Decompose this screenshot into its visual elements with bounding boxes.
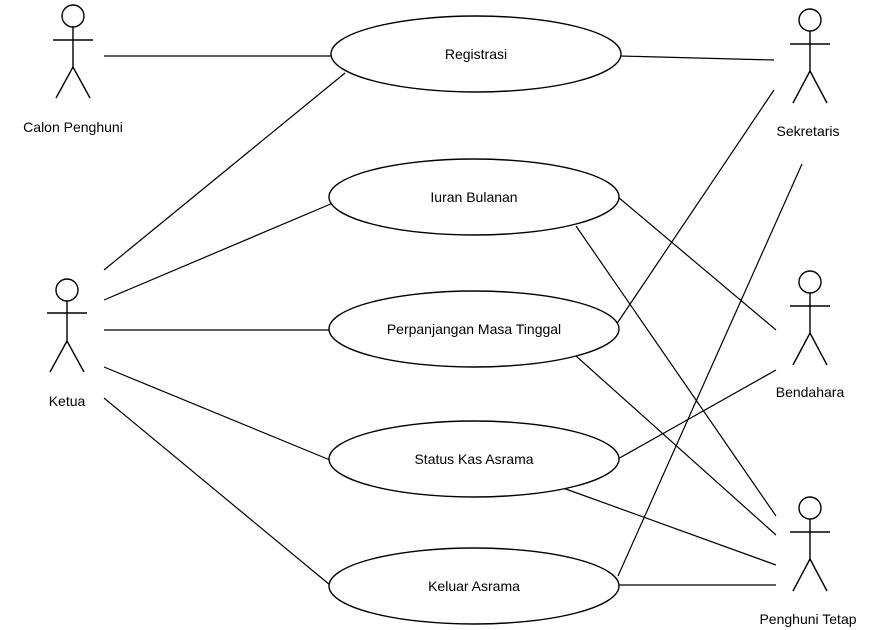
- assoc-ketua-keluar: [103, 397, 331, 586]
- use-case-label: Iuran Bulanan: [430, 189, 517, 205]
- use-case-iuran-bulanan: Iuran Bulanan: [328, 158, 620, 236]
- actor-bendahara: Bendahara: [776, 270, 845, 400]
- assoc-ketua-iuran: [103, 202, 334, 301]
- stick-figure-icon: [790, 270, 830, 366]
- actor-calon-penghuni: Calon Penghuni: [23, 4, 123, 135]
- assoc-iuran-bendahara: [617, 196, 777, 331]
- use-case-label: Perpanjangan Masa Tinggal: [387, 321, 561, 337]
- use-case-status-kas-asrama: Status Kas Asrama: [328, 420, 620, 498]
- assoc-ketua-registrasi: [103, 72, 346, 271]
- use-case-label: Registrasi: [445, 46, 507, 62]
- actor-label: Penghuni Tetap: [759, 611, 856, 627]
- use-case-label: Status Kas Asrama: [414, 451, 533, 467]
- assoc-registrasi-sekretaris: [619, 55, 775, 61]
- assoc-iuran-penghuni: [575, 225, 777, 517]
- actor-penghuni-tetap: Penghuni Tetap: [759, 496, 857, 627]
- stick-figure-icon: [790, 496, 830, 592]
- use-cases: Registrasi Iuran Bulanan Perpanjangan Ma…: [328, 15, 622, 625]
- use-case-keluar-asrama: Keluar Asrama: [328, 547, 620, 625]
- actor-label: Ketua: [49, 393, 86, 409]
- assoc-ketua-status: [103, 366, 331, 461]
- use-case-registrasi: Registrasi: [330, 15, 622, 93]
- assoc-status-penghuni: [562, 487, 777, 566]
- use-case-perpanjangan-masa-tinggal: Perpanjangan Masa Tinggal: [328, 290, 620, 368]
- actor-label: Calon Penghuni: [23, 119, 123, 135]
- assoc-keluar-sekretaris: [617, 163, 803, 577]
- assoc-perpanjangan-penghuni: [575, 355, 777, 536]
- stick-figure-icon: [790, 8, 830, 104]
- stick-figure-icon: [47, 278, 87, 373]
- associations: [103, 55, 803, 586]
- assoc-perpanjangan-sekretaris: [615, 89, 775, 326]
- actor-ketua: Ketua: [47, 278, 87, 409]
- actors: Calon Penghuni Ketua: [23, 4, 857, 627]
- stick-figure-icon: [53, 4, 93, 99]
- actor-label: Sekretaris: [776, 123, 839, 139]
- use-case-label: Keluar Asrama: [428, 578, 520, 594]
- assoc-status-bendahara: [615, 369, 777, 461]
- actor-label: Bendahara: [776, 384, 845, 400]
- actor-sekretaris: Sekretaris: [776, 8, 840, 139]
